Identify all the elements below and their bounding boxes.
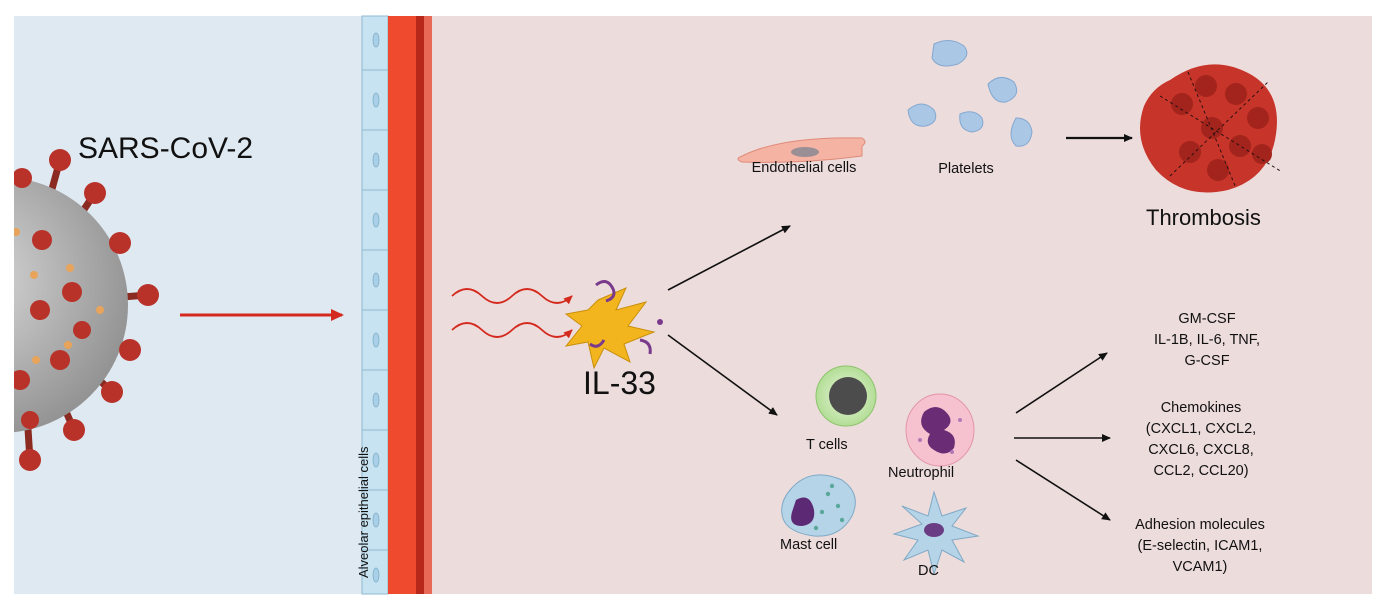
arrow-to-cytokines xyxy=(1015,352,1108,414)
endothelial-cell-icon xyxy=(737,137,866,163)
thrombosis-clot-icon xyxy=(1140,64,1283,193)
arrow-to-immune xyxy=(667,334,778,416)
neutrophil-label: Neutrophil xyxy=(888,465,955,481)
arrow-to-adhesion xyxy=(1015,459,1111,521)
chemokines-output-text: Chemokines (CXCL1, CXCL2, CXCL6, CXCL8, … xyxy=(1145,400,1257,479)
signal-wave-bottom xyxy=(451,322,573,339)
epithelial-layer xyxy=(361,15,389,595)
adhesion-output-text: Adhesion molecules (E-selectin, ICAM1, V… xyxy=(1135,517,1265,575)
neutrophil-icon xyxy=(905,393,975,467)
dc-label: DC xyxy=(918,563,939,579)
vessel-wall xyxy=(388,16,432,594)
thrombosis-label: Thrombosis xyxy=(1146,205,1261,230)
il33-protein-icon xyxy=(564,280,663,370)
virus-title: SARS-CoV-2 xyxy=(78,132,254,165)
t-cells-label: T cells xyxy=(806,437,848,453)
endothelial-cells-label: Endothelial cells xyxy=(751,160,857,176)
dendritic-cell-icon xyxy=(892,490,980,576)
virus-icon xyxy=(0,149,159,471)
mast-cell-label: Mast cell xyxy=(780,537,838,553)
alveolar-epithelial-label: Alveolar epithelial cells xyxy=(356,446,371,578)
platelets-icon xyxy=(907,40,1033,147)
platelets-label: Platelets xyxy=(938,161,994,177)
arrow-to-vascular xyxy=(667,225,791,291)
il33-label: IL-33 xyxy=(583,365,656,401)
mast-cell-icon xyxy=(781,474,856,537)
t-cell-icon xyxy=(815,365,877,427)
cytokines-output-text: GM-CSF IL-1B, IL-6, TNF, G-CSF xyxy=(1153,311,1261,369)
signal-wave-top xyxy=(451,288,573,305)
